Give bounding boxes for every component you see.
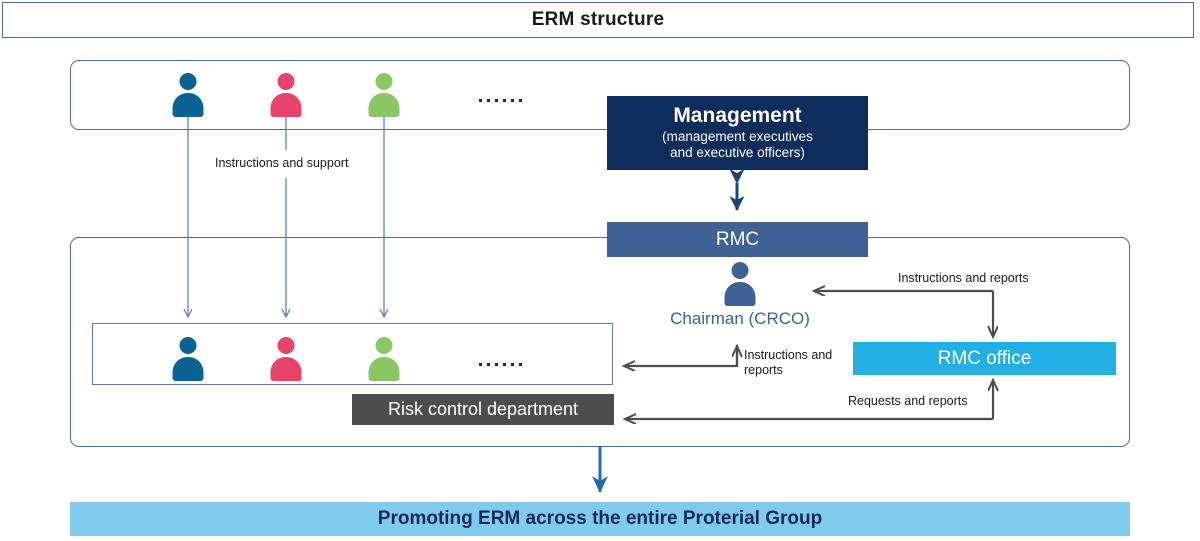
label-instructions-and-reports-middle-line1: Instructions and <box>744 348 833 362</box>
chairman-label: Chairman (CRCO) <box>670 309 810 328</box>
management-subtitle-line1: (management executives <box>662 129 813 145</box>
management-box[interactable]: Management (management executives and ex… <box>607 96 868 170</box>
rmc-office-box[interactable]: RMC office <box>853 342 1116 375</box>
page-title: ERM structure <box>531 9 665 30</box>
diagram-title-bar: ERM structure <box>2 2 1194 38</box>
person-icon-blue-bottom <box>169 337 207 381</box>
label-instructions-and-reports-middle: Instructions and reports <box>744 348 840 379</box>
label-instructions-and-reports-middle-line2: reports <box>744 363 783 378</box>
bottom-group-frame <box>70 237 1130 447</box>
label-instructions-and-support: Instructions and support <box>215 156 349 170</box>
ellipsis-top <box>479 99 522 102</box>
management-subtitle-line2: and executive officers) <box>670 145 805 161</box>
management-title: Management <box>673 104 802 128</box>
person-icon-green-bottom <box>365 337 403 381</box>
top-group-frame <box>70 60 1130 130</box>
rmc-box[interactable]: RMC <box>607 222 868 257</box>
person-icon-red-top <box>267 73 305 117</box>
person-icon-blue-top <box>169 73 207 117</box>
label-instructions-and-reports-right: Instructions and reports <box>898 271 1029 285</box>
person-icon-chairman <box>721 262 759 306</box>
lower-person-row-frame <box>92 323 613 385</box>
risk-control-department-box[interactable]: Risk control department <box>352 394 614 425</box>
person-icon-red-bottom <box>267 337 305 381</box>
ellipsis-bottom <box>479 363 522 366</box>
label-requests-and-reports: Requests and reports <box>848 394 968 408</box>
promotion-banner: Promoting ERM across the entire Proteria… <box>70 502 1130 536</box>
person-icon-green-top <box>365 73 403 117</box>
